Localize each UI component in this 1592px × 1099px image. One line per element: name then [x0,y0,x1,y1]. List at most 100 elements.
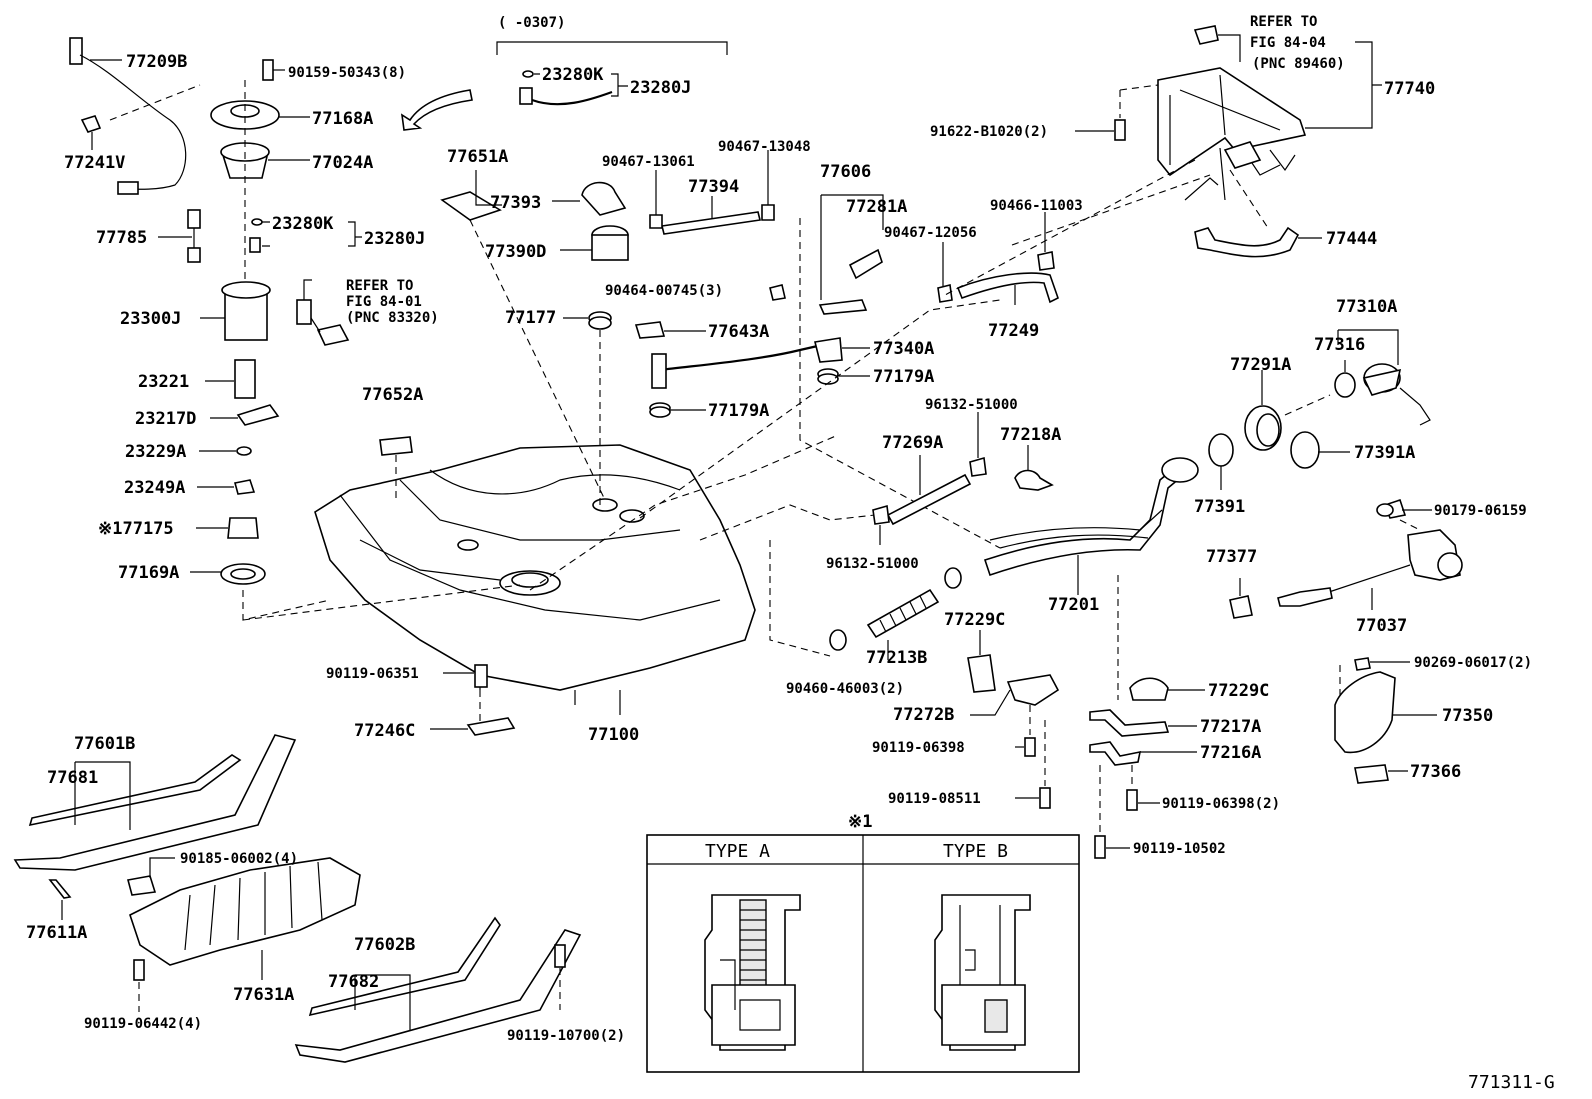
label-type-a: TYPE A [705,841,770,862]
label-23229A: 23229A [125,442,186,462]
fuel-door-77350 [1334,671,1437,754]
filter-23300J [200,281,271,341]
label-90464-00745: 90464-00745(3) [605,283,723,299]
bracket-77216A [1089,741,1197,766]
ring-77291A [1244,370,1282,451]
clamp-90460 [829,567,962,651]
label-90179-06159: 90179-06159 [1434,503,1527,519]
sensor-77785 [158,209,201,263]
hose-77213B [866,588,940,660]
retainer-77168A [210,100,310,130]
arrow-icon [400,89,473,131]
gasket-77169A [190,563,266,585]
label-77394: 77394 [688,177,739,197]
pad-77652A [379,436,413,456]
label-77681: 77681 [47,768,98,788]
hose-77444 [1194,226,1322,258]
label-77391: 77391 [1194,497,1245,517]
canister-77740 [1157,25,1382,201]
clip-90464 [769,284,786,301]
valve-77643A [634,321,706,339]
label-77177: 77177 [505,308,556,328]
label-77246C: 77246C [354,721,415,741]
label-23217D: 23217D [135,409,196,429]
sensor-77037 [1277,498,1463,610]
refer-84-01-line3: (PNC 83320) [346,310,439,326]
label-77281A: 77281A [846,197,907,217]
fuel-tank-77100 [314,444,756,715]
label-77175: ※177175 [98,519,174,539]
label-23300J: 23300J [120,309,181,329]
bolt-90119-06398-a [1015,737,1036,757]
label-77218A: 77218A [1000,425,1061,445]
pin-77611A [48,879,72,920]
strap-77602B [294,916,582,1063]
label-77611A: 77611A [26,923,87,943]
type-inset [646,834,1080,1073]
bracket-77281A [818,194,884,315]
clip-90467-12056 [937,242,953,303]
connector-ref-84-01 [296,279,350,346]
label-date-range: ( -0307) [498,15,565,31]
label-90119-08511: 90119-08511 [888,791,981,807]
label-77217A: 77217A [1200,717,1261,737]
valve-77175 [196,517,259,539]
label-77100: 77100 [588,725,639,745]
label-77606: 77606 [820,162,871,182]
label-96132-51000-a: 96132-51000 [925,397,1018,413]
label-90159-50343: 90159-50343(8) [288,65,406,81]
bracket-77218A [1014,445,1054,491]
bolt-90119-08511 [1015,720,1051,809]
label-77601B: 77601B [74,734,135,754]
label-90185-06002: 90185-06002(4) [180,851,298,867]
hinge-77366 [1354,764,1408,784]
type-b-pump [934,894,1031,1051]
label-77602B: 77602B [354,935,415,955]
label-note-1: ※1 [848,812,872,832]
label-96132-51000-b: 96132-51000 [826,556,919,572]
label-90269-06017: 90269-06017(2) [1414,655,1532,671]
label-23221: 23221 [138,372,189,392]
strainer-23217D [210,404,280,426]
grommet-77179A-a [649,402,706,418]
label-90460-46003: 90460-46003(2) [786,681,904,697]
hose-77394 [649,150,775,235]
label-77631A: 77631A [233,985,294,1005]
label-77213B: 77213B [866,648,927,668]
label-77269A: 77269A [882,433,943,453]
wire-23280J [519,70,628,106]
label-91622-B1020: 91622-B1020(2) [930,124,1048,140]
label-23249A: 23249A [124,478,185,498]
label-90119-06398-b: 90119-06398(2) [1162,796,1280,812]
label-90119-06442: 90119-06442(4) [84,1016,202,1032]
pad-77651A [440,170,502,221]
refer-84-04-line3: (PNC 89460) [1252,56,1345,72]
label-77652A: 77652A [362,385,423,405]
ring-77391A [1290,431,1350,469]
cap-77310A [1337,329,1431,426]
valve-77340A [814,337,870,363]
label-77179A-a: 77179A [708,401,769,421]
label-90467-12056: 90467-12056 [884,225,977,241]
bracket-77229C-b [1129,677,1205,701]
label-77169A: 77169A [118,563,179,583]
label-77024A: 77024A [312,153,373,173]
label-23280J-a: 23280J [364,229,425,249]
label-77377: 77377 [1206,547,1257,567]
label-77390D: 77390D [485,242,546,262]
tube-line [651,343,823,389]
clip-77246C [430,717,516,736]
label-77209B: 77209B [126,52,187,72]
bolt-90119-06442 [133,959,145,1012]
label-77316: 77316 [1314,335,1365,355]
label-type-b: TYPE B [943,841,1008,862]
clamp-77229C-a [967,630,996,693]
label-77740: 77740 [1384,79,1435,99]
label-90119-10700: 90119-10700(2) [507,1028,625,1044]
bolt-90119-10700 [554,944,566,1010]
filler-pipe-77201 [983,457,1199,595]
label-77179A-b: 77179A [873,367,934,387]
refer-84-04-line2: FIG 84-04 [1250,35,1326,51]
protector-77631A [127,857,361,980]
label-77168A: 77168A [312,109,373,129]
